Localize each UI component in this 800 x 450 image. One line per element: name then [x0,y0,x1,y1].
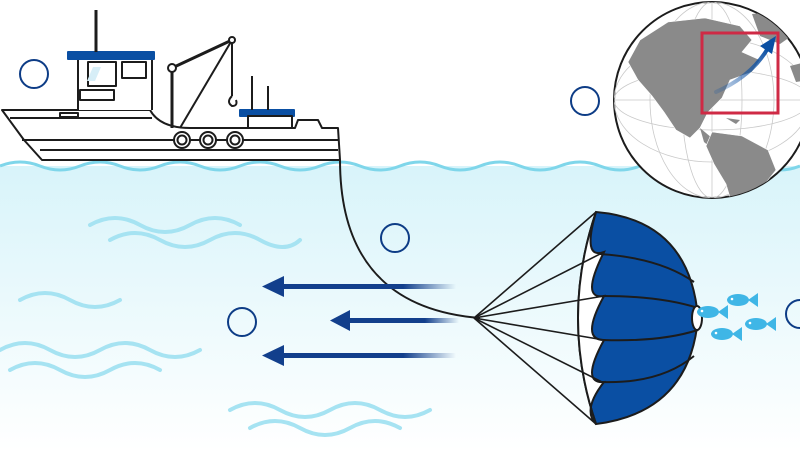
current-arrows [262,276,459,366]
fishing-trawler-icon [1,10,341,161]
water-ripples [0,216,432,437]
flow-arrow-icon [330,310,459,331]
fish-icon [745,317,776,331]
gulf-stream-highlight-box [700,31,780,115]
fish-school [697,293,776,341]
bubble [19,59,49,89]
south-america-landmass [705,131,777,198]
parachute-drift-net-icon [473,210,703,426]
bubble [785,299,800,329]
north-america-landmass [627,17,761,139]
globe-icon [613,1,800,199]
gulf-stream-arrow-icon [714,46,770,94]
fish-icon [727,293,758,307]
bubbles [19,59,800,337]
flow-arrow-icon [262,276,456,297]
flow-arrow-icon [262,345,456,366]
fish-icon [711,327,742,341]
fish-icon [697,305,728,319]
bubble [227,307,257,337]
bubble [380,223,410,253]
tow-line [339,159,481,319]
bubble [570,86,600,116]
